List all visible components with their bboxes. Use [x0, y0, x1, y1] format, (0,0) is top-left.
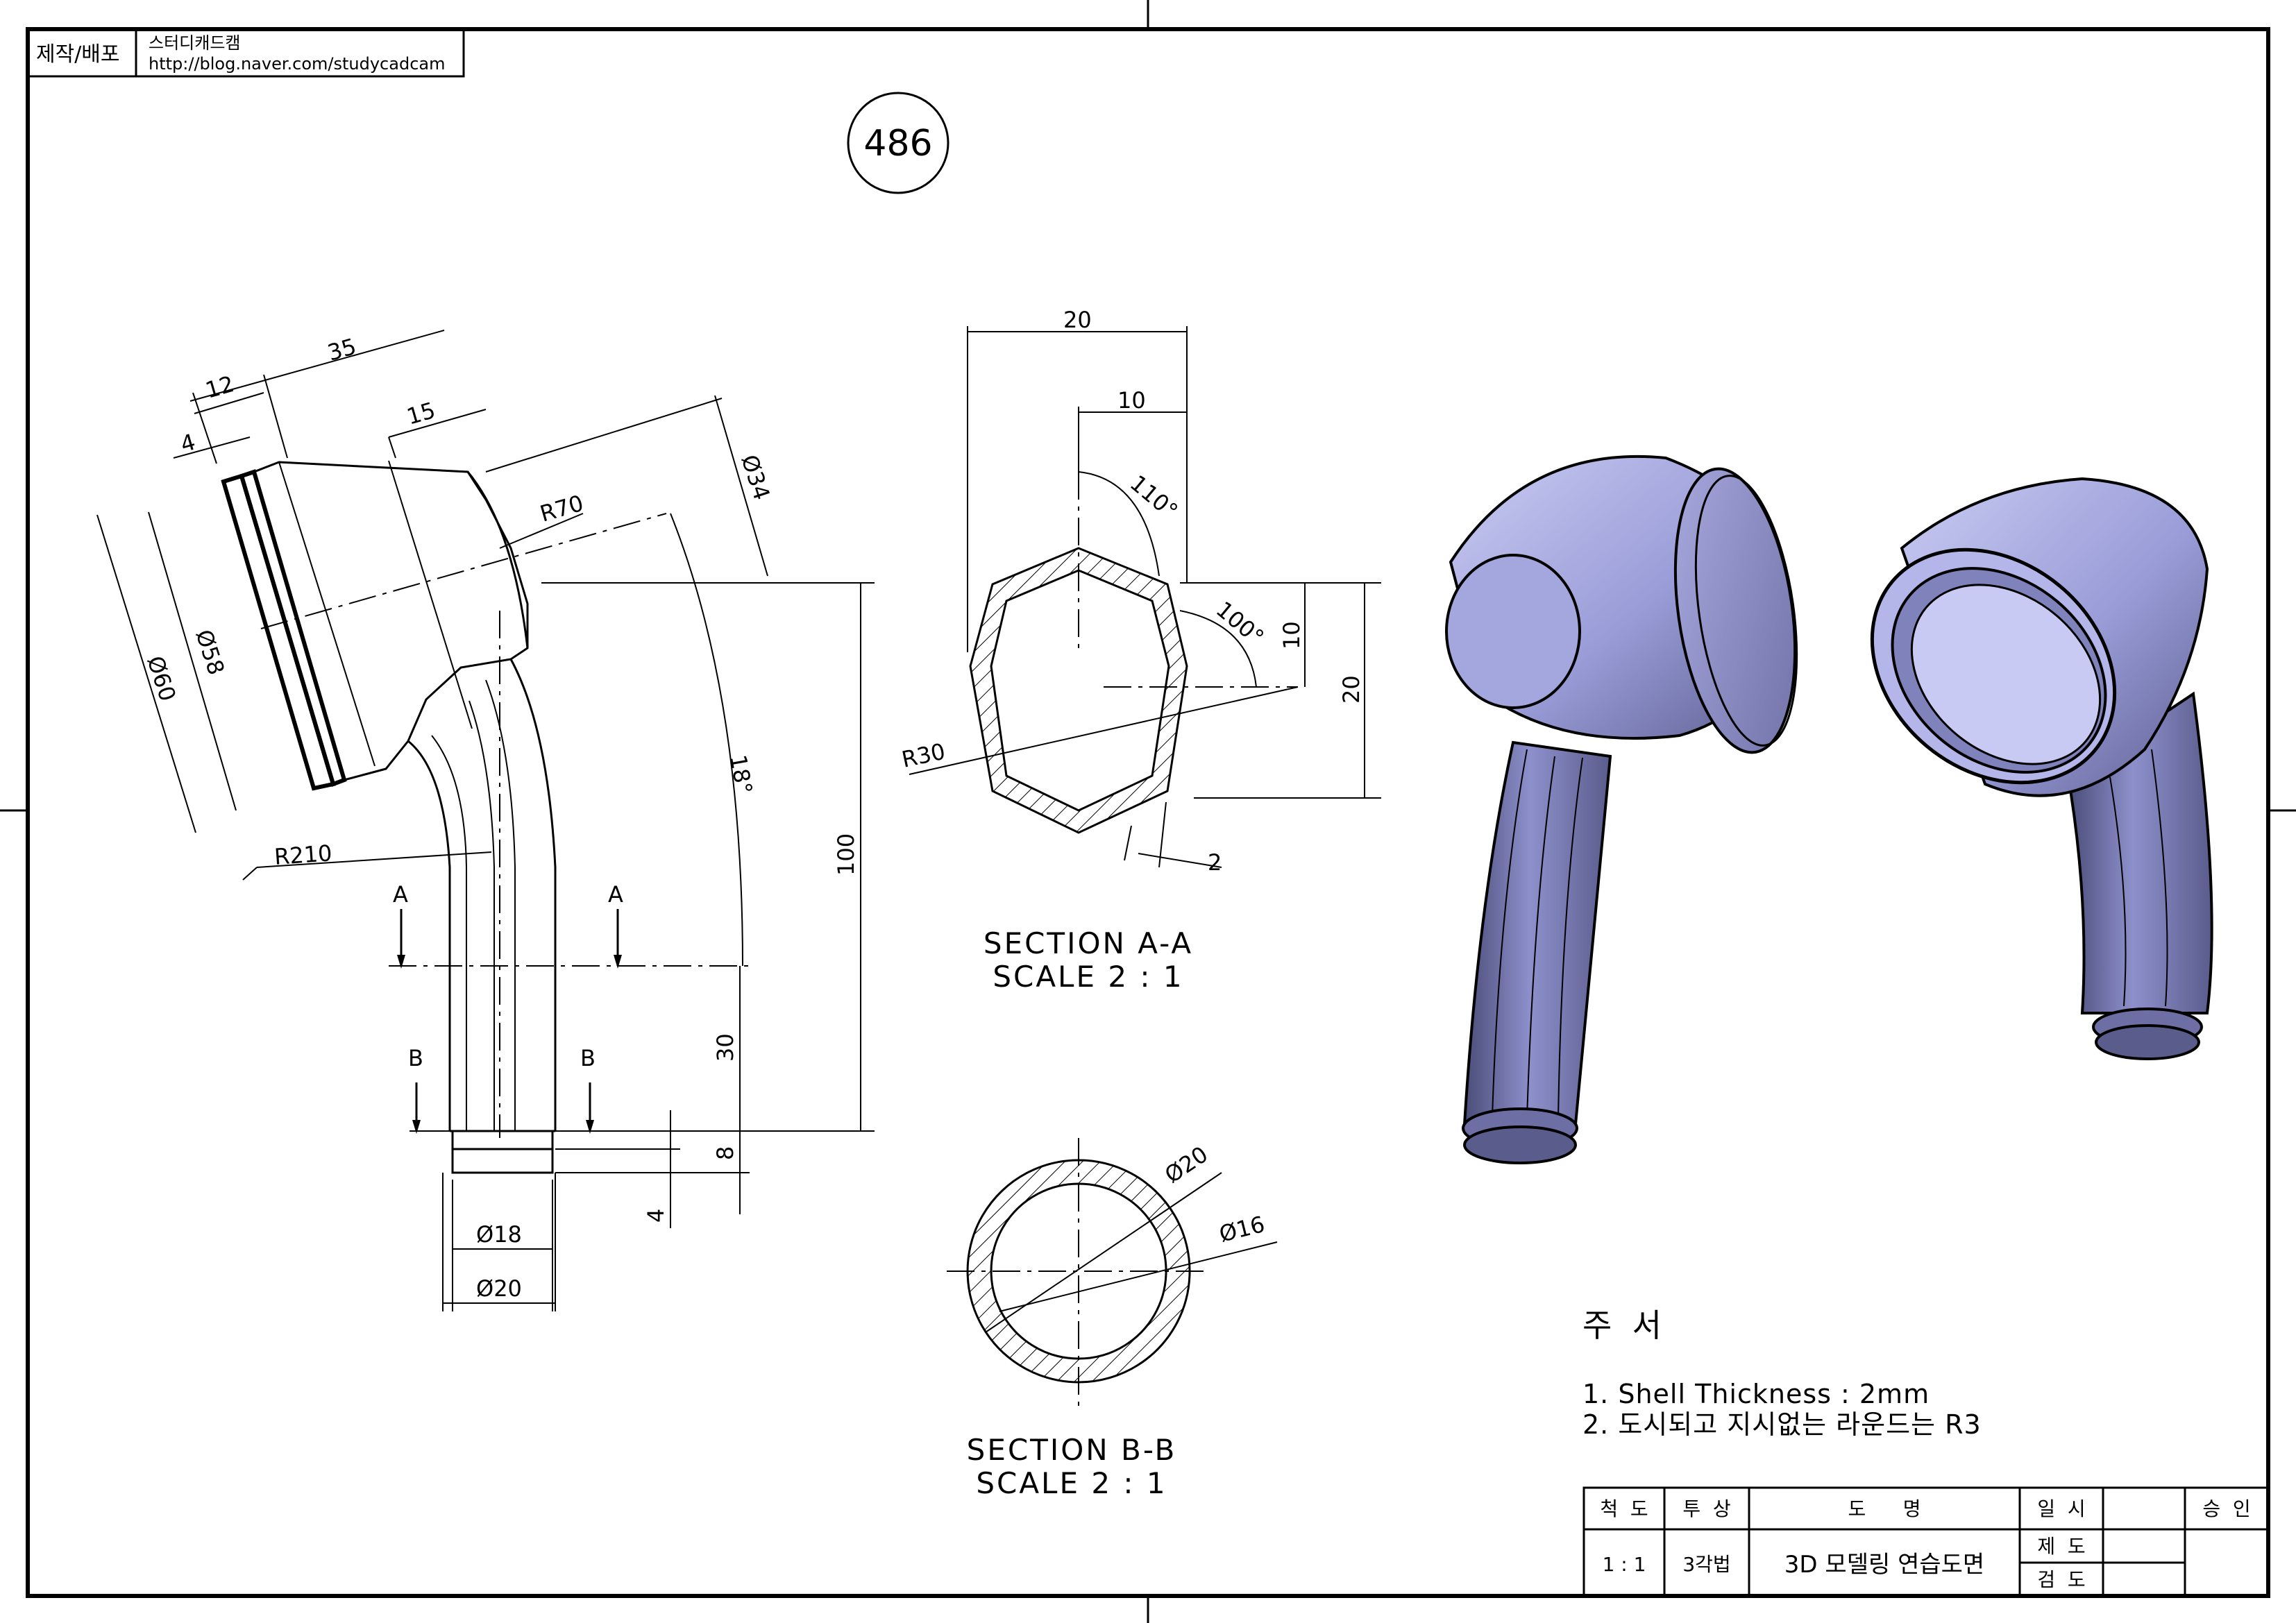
tb-checked: 검 도: [2037, 1568, 2085, 1591]
aa-dim-10-right: 10: [1278, 621, 1305, 649]
dim-12: 12: [203, 371, 237, 404]
section-bb: Ø20 Ø16 SECTION B-B SCALE 2 : 1: [947, 1138, 1278, 1500]
section-mark-a-left: A: [393, 881, 408, 908]
section-mark-b-right: B: [580, 1045, 596, 1071]
front-dimension-lines: [96, 330, 875, 1311]
aa-dim-100deg: 100°: [1211, 596, 1269, 651]
drawing-number: 486: [863, 123, 932, 164]
note-item-2: 2. 도시되고 지시없는 라운드는 R3: [1582, 1409, 1982, 1440]
title-block: 척 도 투 상 도 명 일 시 승 인 1 : 1 3각법 3D 모델링 연습도…: [1582, 1486, 2270, 1597]
header-box: 제작/배포 스터디캐드캠 http://blog.naver.com/study…: [26, 28, 465, 78]
bb-scale: SCALE 2 : 1: [976, 1466, 1167, 1500]
tb-drawing-name: 3D 모델링 연습도면: [1784, 1551, 1984, 1579]
tb-drawn: 제 도: [2037, 1535, 2085, 1558]
aa-title: SECTION A-A: [984, 926, 1193, 960]
section-aa: 20 10 110° 100° 10 20 R30 2 SECTION A-A …: [900, 307, 1381, 994]
section-mark-a-right: A: [608, 881, 623, 908]
front-handle-outline: [407, 658, 557, 1174]
dim-100: 100: [833, 833, 859, 876]
aa-dim-20-right: 20: [1338, 675, 1365, 704]
front-view: 35 12 4 15 R70 Ø34 Ø60 Ø58 18° R210 100 …: [96, 330, 875, 1311]
dim-phi58: Ø58: [190, 627, 230, 678]
note-item-1: 1. Shell Thickness : 2mm: [1582, 1379, 1930, 1409]
tb-header-projection: 투 상: [1682, 1497, 1730, 1520]
dim-35: 35: [325, 333, 360, 366]
notes-heading: 주 서: [1582, 1307, 1662, 1344]
aa-dim-20-top: 20: [1063, 307, 1092, 333]
drawing-number-balloon: 486: [847, 92, 949, 194]
header-url: http://blog.naver.com/studycadcam: [149, 54, 445, 74]
dim-4-bottom: 4: [643, 1209, 669, 1223]
bb-title: SECTION B-B: [967, 1433, 1177, 1467]
dim-phi18: Ø18: [476, 1221, 522, 1248]
notes-block: 주 서 1. Shell Thickness : 2mm 2. 도시되고 지시없…: [1582, 1307, 1982, 1440]
section-mark-b-left: B: [408, 1045, 423, 1071]
iso-model-front: [1445, 454, 1798, 1164]
aa-dim-2: 2: [1208, 849, 1222, 876]
tb-header-date: 일 시: [2037, 1497, 2085, 1520]
dim-30: 30: [712, 1033, 738, 1062]
header-name: 스터디캐드캠: [149, 33, 240, 53]
aa-dim-110deg: 110°: [1125, 470, 1183, 525]
dim-phi20: Ø20: [476, 1275, 522, 1302]
sheet-border: [26, 27, 2270, 1598]
tb-header-name: 도 명: [1848, 1497, 1921, 1520]
aa-dim-10-top: 10: [1117, 387, 1146, 414]
dim-phi60: Ø60: [142, 653, 181, 704]
dim-8: 8: [712, 1146, 738, 1160]
section-aa-shell: [969, 547, 1188, 834]
tb-projection-value: 3각법: [1682, 1553, 1730, 1576]
section-bb-shell: [966, 1159, 1191, 1384]
dim-18deg: 18°: [725, 753, 757, 796]
dim-r70: R70: [537, 490, 586, 527]
tb-scale-value: 1 : 1: [1603, 1553, 1646, 1576]
tb-header-scale: 척 도: [1600, 1497, 1648, 1520]
dim-phi34: Ø34: [736, 452, 775, 503]
dim-r210: R210: [273, 840, 333, 870]
bb-dim-phi16: Ø16: [1217, 1211, 1267, 1248]
aa-scale: SCALE 2 : 1: [993, 960, 1183, 994]
header-label: 제작/배포: [36, 42, 120, 67]
bb-dim-phi20: Ø20: [1160, 1141, 1213, 1188]
front-head-outline: [221, 460, 529, 791]
iso-model-rear: [1870, 477, 2213, 1060]
tb-header-approve: 승 인: [2202, 1497, 2250, 1520]
dim-4-top: 4: [178, 429, 199, 458]
